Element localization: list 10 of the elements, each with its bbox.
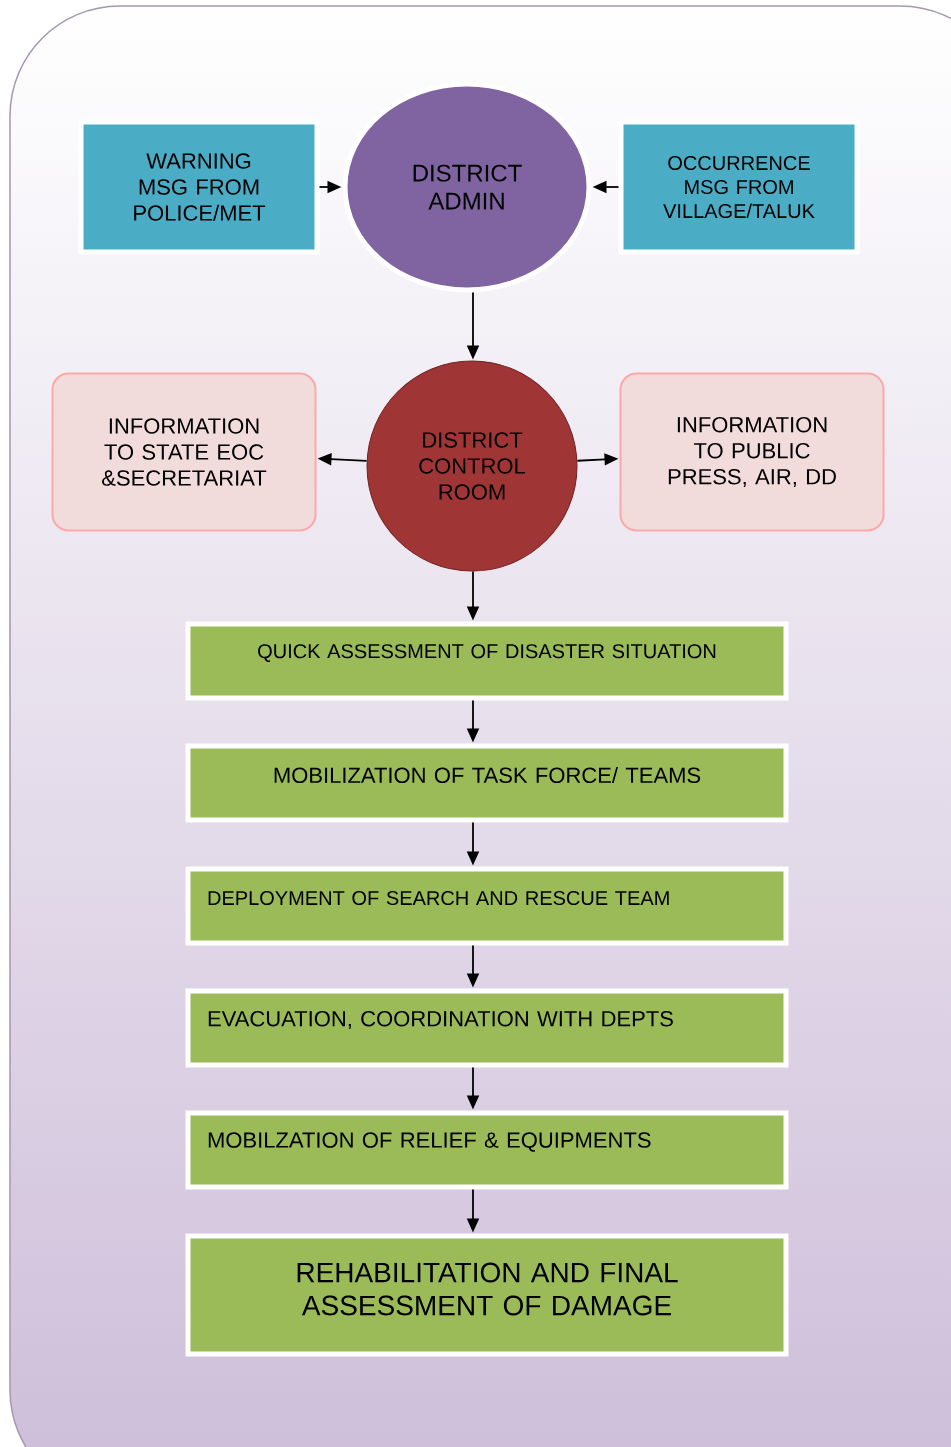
- information-box: INFORMATION TO STATE EOC &SECRETARIAT: [51, 372, 317, 532]
- process-box: QUICK ASSESSMENT OF DISASTER SITUATION: [185, 621, 789, 701]
- message-box: OCCURRENCE MSG FROM VILLAGE/TALUK: [618, 119, 860, 255]
- process-box: REHABILITATION AND FINAL ASSESSMENT OF DAMAGE: [185, 1233, 789, 1357]
- process-box: DEPLOYMENT OF SEARCH AND RESCUE TEAM: [185, 866, 789, 946]
- process-box: EVACUATION, COORDINATION WITH DEPTS: [185, 988, 789, 1068]
- process-box: MOBILIZATION OF TASK FORCE/ TEAMS: [185, 743, 789, 823]
- process-box: MOBILZATION OF RELIEF & EQUIPMENTS: [185, 1110, 789, 1190]
- message-box: WARNING MSG FROM POLICE/MET: [78, 119, 320, 255]
- information-box: INFORMATION TO PUBLIC PRESS, AIR, DD: [619, 372, 885, 532]
